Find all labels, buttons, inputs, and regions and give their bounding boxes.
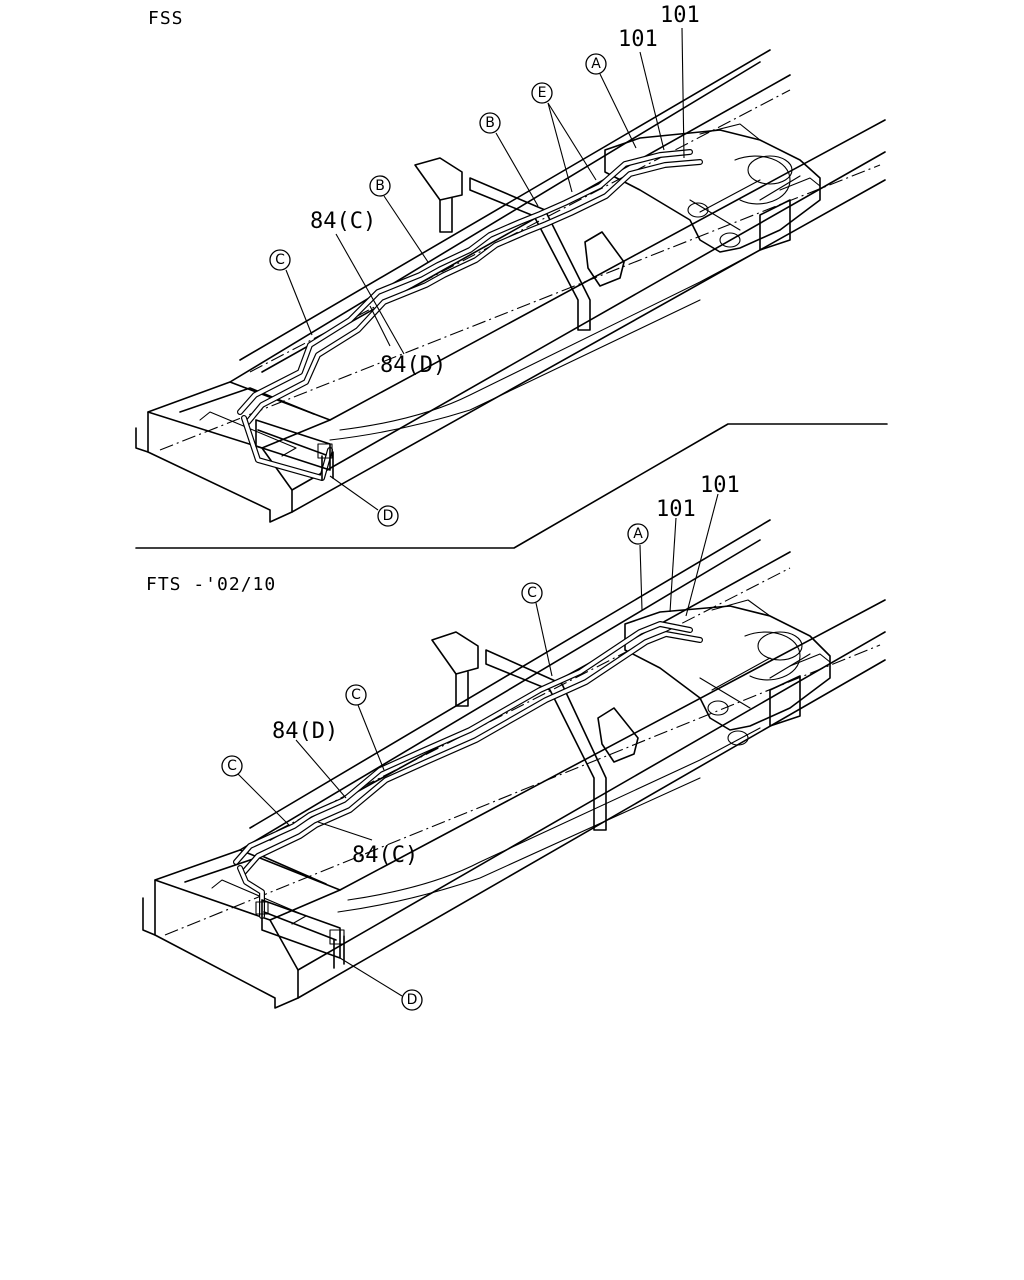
svg-text:C: C [527, 585, 537, 601]
part-label-84c: 84(C) [310, 209, 405, 355]
view-title: FSS [148, 8, 184, 29]
svg-text:101: 101 [656, 497, 696, 522]
callout-b: B [369, 175, 429, 263]
callout-c: C [521, 582, 553, 677]
svg-text:B: B [485, 115, 495, 131]
svg-text:B: B [375, 178, 385, 194]
callout-a: A [585, 53, 637, 149]
callout-d: D [329, 475, 399, 527]
brake-pipe-84c [241, 631, 703, 875]
svg-text:101: 101 [618, 27, 658, 52]
callout-c: C [345, 684, 385, 771]
part-label-101: 101 [660, 3, 700, 159]
svg-text:84(D): 84(D) [380, 353, 446, 378]
callout-d: D [339, 957, 423, 1011]
view-fts: FTS -'02/10 [142, 473, 886, 1011]
svg-text:C: C [275, 252, 285, 268]
svg-text:C: C [351, 687, 361, 703]
part-label-101: 101 [656, 497, 696, 613]
part-label-101: 101 [685, 473, 740, 617]
brake-pipe-84d [233, 621, 693, 865]
callout-b: B [479, 112, 539, 207]
callout-a: A [627, 523, 649, 611]
svg-text:D: D [383, 508, 394, 524]
svg-text:84(C): 84(C) [352, 843, 418, 868]
brake-pipe-84d [245, 159, 703, 425]
svg-text:E: E [538, 85, 547, 101]
callout-c: C [269, 249, 313, 336]
svg-text:A: A [633, 526, 643, 542]
callout-e: E [531, 82, 597, 193]
view-separator [135, 423, 888, 549]
svg-text:A: A [591, 56, 601, 72]
part-label-101: 101 [618, 27, 665, 151]
callout-c: C [221, 755, 291, 827]
svg-text:C: C [227, 758, 237, 774]
svg-text:101: 101 [660, 3, 700, 28]
rear-bracket-assembly [237, 865, 345, 969]
view-fss: FSS [135, 3, 886, 527]
svg-text:84(D): 84(D) [272, 719, 338, 744]
part-label-84d: 84(D) [272, 719, 347, 799]
brake-pipe-84c [237, 149, 693, 415]
svg-text:D: D [407, 992, 418, 1008]
svg-text:101: 101 [700, 473, 740, 498]
chassis-frame [135, 49, 886, 523]
part-label-84d: 84(D) [369, 305, 446, 378]
rear-bracket-assembly [241, 415, 334, 481]
part-label-84c: 84(C) [317, 821, 418, 868]
svg-text:84(C): 84(C) [310, 209, 376, 234]
view-title: FTS -'02/10 [146, 574, 276, 595]
